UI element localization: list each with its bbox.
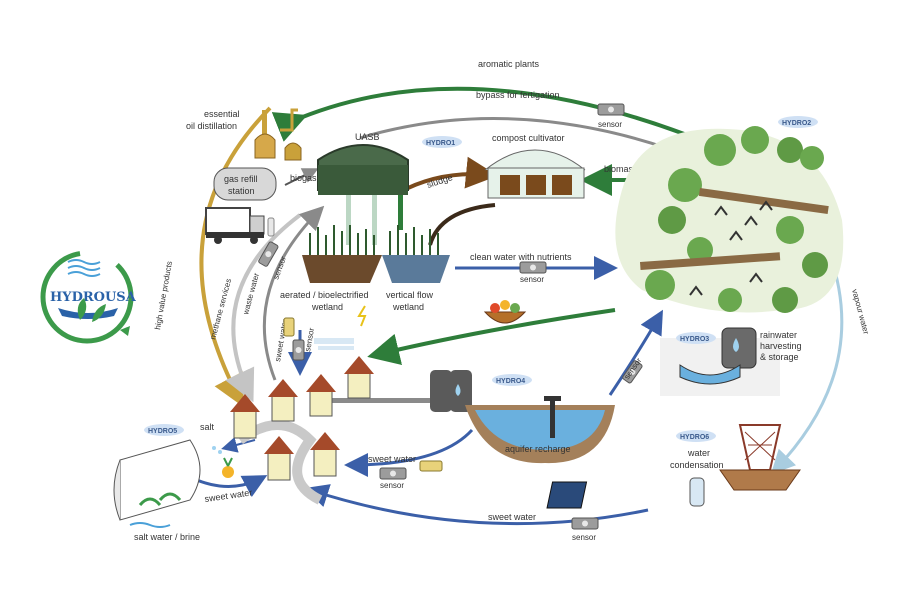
uasb-label: UASB: [355, 132, 380, 142]
svg-text:HYDRO6: HYDRO6: [680, 434, 709, 441]
truck-icon: [205, 207, 275, 244]
svg-text:HYDRO5: HYDRO5: [148, 428, 177, 435]
rainwater-label-2: harvesting: [760, 341, 802, 351]
high-value-label: high value products: [153, 260, 174, 330]
sweet-water-hydro5-arrow: [191, 475, 268, 498]
aerated-wetland-label-2: wetland: [311, 302, 343, 312]
high-value-arrow: [199, 106, 272, 408]
methane-arrow: [225, 213, 302, 403]
sensor-valve-vertical: [283, 317, 295, 337]
sensor-sweet-mid: sensor: [379, 467, 407, 490]
tag-hydro4: HYDRO4: [492, 374, 532, 386]
sensor-aquifer-out: [622, 360, 643, 384]
village: [230, 338, 374, 505]
essential-oil-label-2: oil distillation: [186, 121, 237, 131]
tag-hydro3: HYDRO3: [676, 332, 716, 344]
aromatic-plants-arrow: [271, 86, 701, 142]
tag-hydro6: HYDRO6: [676, 430, 716, 442]
vertical-flow-label-2: wetland: [392, 302, 424, 312]
sweet-water-mid-arrow: [344, 428, 474, 477]
rainwater-label-1: rainwater: [760, 330, 797, 340]
sensor-sweet-bottom-label: sensor: [572, 533, 596, 542]
desalination-greenhouse: salt water / brine: [113, 439, 234, 542]
essential-oil-label-1: essential: [204, 109, 240, 119]
vertical-flow-label-1: vertical flow: [386, 290, 434, 300]
water-cond-label-1: water: [687, 448, 710, 458]
sweet-water-mid-label: sweet water: [368, 454, 416, 464]
tag-hydro1: HYDRO1: [422, 136, 462, 148]
clean-water-label: clean water with nutrients: [470, 252, 572, 262]
gas-refill-station: gas refill station: [213, 167, 277, 201]
aerated-wetland: aerated / bioelectrified wetland: [280, 225, 382, 327]
uasb-reactor: UASB: [317, 132, 409, 245]
sensor-sweet-bottom: sensor: [571, 517, 599, 542]
biomass-label: biomass: [604, 164, 638, 174]
aerated-wetland-label-1: aerated / bioelectrified: [280, 290, 369, 300]
salt-arrow: [221, 437, 256, 453]
vapour-water-label: vapour water: [850, 288, 871, 335]
sludge-label: sludge: [426, 172, 454, 190]
salt-label: salt: [200, 422, 215, 432]
aquifer-recharge: aquifer recharge: [430, 370, 615, 464]
sensor-sweet-vertical-label: sensor: [303, 327, 316, 353]
salt-brine-label: salt water / brine: [134, 532, 200, 542]
svg-text:HYDRO4: HYDRO4: [496, 378, 525, 385]
rainwater-label-3: & storage: [760, 352, 799, 362]
water-cond-label-2: condensation: [670, 460, 724, 470]
bypass-arrow: [359, 116, 706, 165]
rainwater-harvesting: rainwater harvesting & storage: [660, 327, 802, 396]
aquifer-label: aquifer recharge: [505, 444, 571, 454]
sensor-waste-water-label: sensor: [271, 255, 288, 281]
water-condensation: water condensation: [546, 424, 801, 509]
sensor-bypass: sensor: [597, 103, 625, 129]
gas-refill-label-2: station: [228, 186, 255, 196]
sensor-clean-water-label: sensor: [520, 275, 544, 284]
sensor-valve-mid: [419, 460, 443, 472]
products-return-arrow: [367, 308, 616, 366]
sweet-water-hydro5-label: sweet water: [204, 487, 253, 504]
methane-label: methane services: [208, 278, 233, 341]
sweet-water-bottom-arrow: [304, 484, 649, 526]
fruit-basket-icon: [483, 300, 527, 324]
aromatic-plants-label: aromatic plants: [478, 59, 540, 69]
sensor-bypass-label: sensor: [598, 120, 622, 129]
logo-text: HYDROUSA: [50, 290, 137, 305]
svg-text:HYDRO2: HYDRO2: [782, 120, 811, 127]
compost-cultivator: compost cultivator: [484, 133, 586, 199]
gas-refill-label-1: gas refill: [224, 174, 258, 184]
biogas-arrow: [284, 168, 319, 186]
sensor-waste-water: [258, 241, 279, 267]
sensor-sweet-vertical: [292, 339, 305, 361]
hydrousa-logo: HYDROUSA: [40, 250, 137, 344]
tag-hydro5: HYDRO5: [144, 424, 184, 436]
compost-label: compost cultivator: [492, 133, 565, 143]
aquifer-out-arrow: [608, 309, 663, 396]
sweet-water-bottom-label: sweet water: [488, 512, 536, 522]
sensor-sweet-mid-label: sensor: [380, 481, 404, 490]
tag-hydro2: HYDRO2: [778, 116, 818, 128]
bypass-label: bypass for fertigation: [476, 90, 560, 100]
agroforestry-farm: [615, 126, 844, 313]
svg-text:HYDRO1: HYDRO1: [426, 140, 455, 147]
biogas-label: biogas: [290, 173, 317, 183]
waste-water-arrow: [262, 205, 325, 381]
vertical-flow-wetland: vertical flow wetland: [382, 225, 450, 312]
sensor-clean-water: sensor: [519, 261, 547, 284]
essential-oil-distillation: essential oil distillation: [186, 108, 302, 161]
pipe-to-houses: [330, 398, 430, 403]
svg-text:HYDRO3: HYDRO3: [680, 336, 709, 343]
compost-return-arrow: [428, 203, 496, 246]
